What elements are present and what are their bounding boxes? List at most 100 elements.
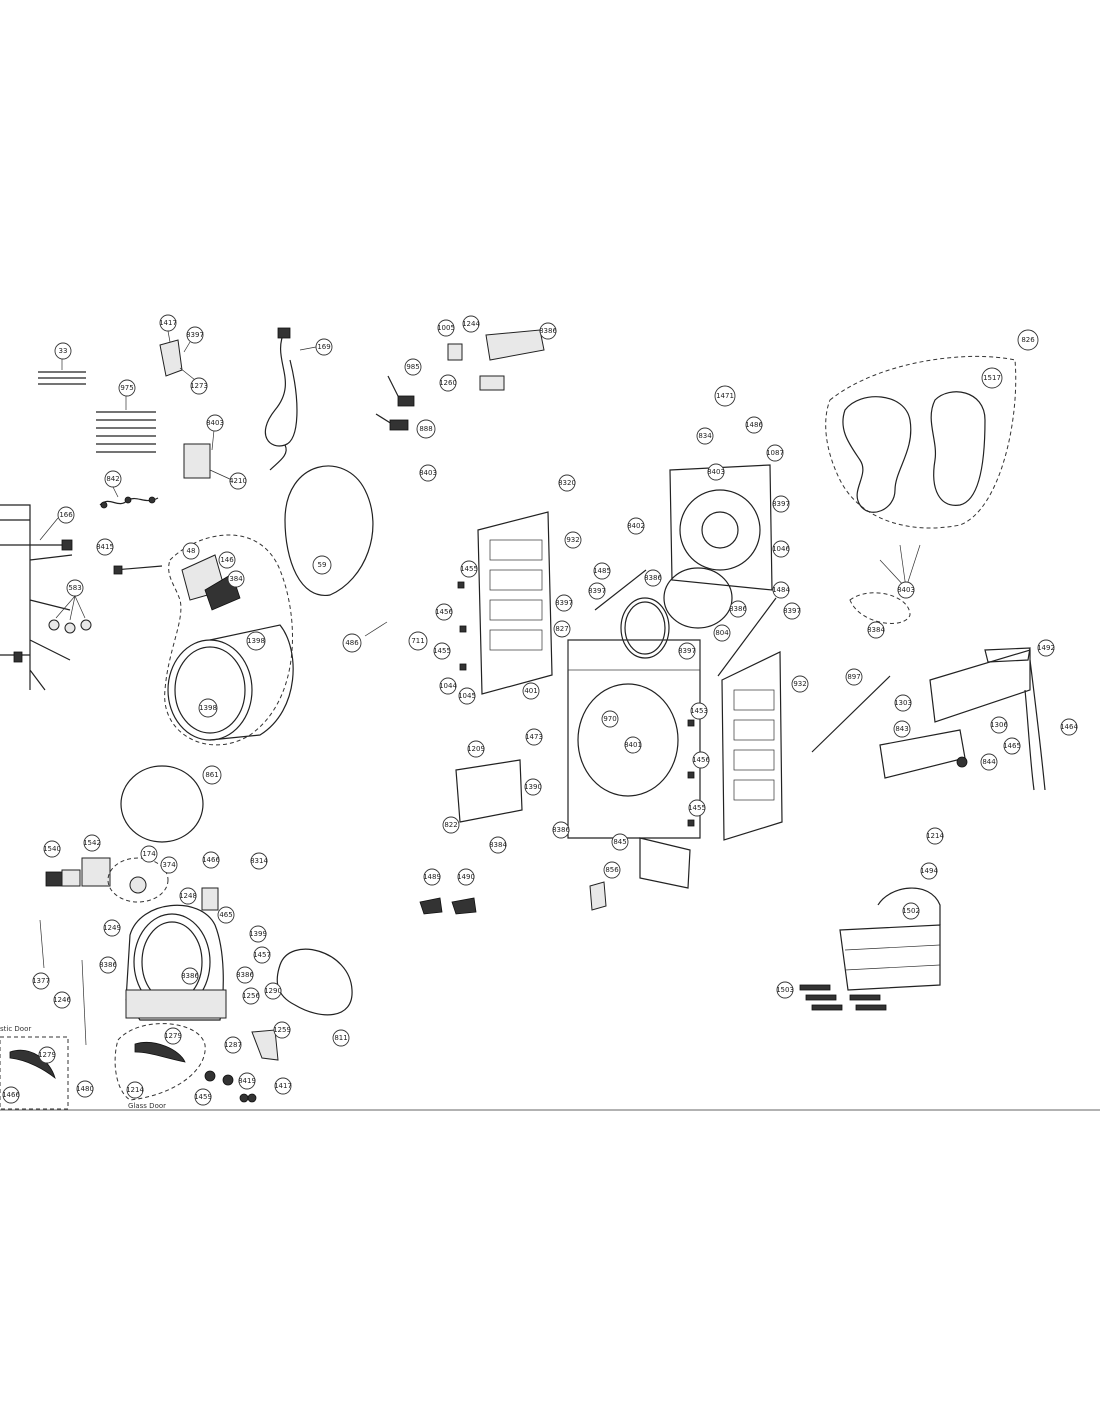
callout-1480: 1480 [76, 1080, 94, 1098]
callout-1399: 1399 [249, 925, 267, 943]
callout-486: 486 [342, 633, 362, 653]
callout-169: 169 [315, 338, 333, 356]
callout-1486: 1486 [745, 416, 763, 434]
callout-59: 59 [312, 555, 332, 575]
callout-842: 842 [104, 470, 122, 488]
callout-8397: 8397 [186, 326, 204, 344]
svg-text:1480: 1480 [76, 1085, 94, 1093]
svg-text:1246: 1246 [53, 996, 71, 1004]
svg-text:8415: 8415 [96, 543, 114, 551]
feet-1503 [799, 984, 887, 1011]
callout-1540: 1540 [43, 840, 61, 858]
control-board-1542 [81, 857, 111, 887]
svg-text:1492: 1492 [1037, 644, 1055, 652]
water-box-1303 [929, 647, 1031, 723]
svg-text:975: 975 [120, 384, 133, 392]
svg-text:8403: 8403 [897, 586, 915, 594]
callout-8415: 8415 [96, 538, 114, 556]
connectors-842 [99, 486, 159, 509]
svg-text:166: 166 [59, 511, 73, 519]
svg-text:1273: 1273 [190, 382, 208, 390]
svg-text:1485: 1485 [593, 567, 611, 575]
bracket-856 [589, 881, 607, 911]
svg-text:804: 804 [715, 629, 729, 637]
svg-text:8397: 8397 [678, 647, 696, 655]
svg-text:1260: 1260 [439, 379, 457, 387]
svg-text:486: 486 [345, 639, 359, 647]
svg-text:1398: 1398 [247, 637, 265, 645]
svg-text:1045: 1045 [458, 692, 476, 700]
callout-1542: 1542 [83, 834, 101, 852]
callout-1259: 1259 [273, 1021, 291, 1039]
callout-1244: 1244 [462, 315, 480, 333]
callout-8397: 8397 [588, 582, 606, 600]
svg-text:1456: 1456 [692, 756, 710, 764]
condenser-group-826 [825, 355, 1017, 529]
gaskets-804 [620, 567, 733, 659]
svg-text:1489: 1489 [423, 873, 441, 881]
callout-1044: 1044 [439, 677, 457, 695]
callout-1248: 1248 [179, 887, 197, 905]
svg-text:8386: 8386 [729, 605, 747, 613]
callout-1005: 1005 [437, 319, 455, 337]
callout-8386: 8386 [181, 967, 199, 985]
svg-text:843: 843 [895, 725, 908, 733]
svg-text:845: 845 [613, 838, 626, 846]
svg-text:1486: 1486 [745, 421, 763, 429]
svg-text:1256: 1256 [242, 992, 260, 1000]
relay-4210 [183, 429, 233, 481]
callout-1306: 1306 [990, 716, 1008, 734]
door-switch-1417 [159, 330, 196, 381]
callout-1465: 1465 [1003, 737, 1021, 755]
svg-text:8419: 8419 [238, 1077, 256, 1085]
callout-1464: 1464 [1060, 718, 1078, 736]
callout-1390: 1390 [524, 778, 542, 796]
callout-374: 374 [160, 856, 178, 874]
svg-text:834: 834 [698, 432, 712, 440]
svg-text:1377: 1377 [32, 977, 50, 985]
callout-8386: 8386 [552, 821, 570, 839]
svg-text:1279: 1279 [164, 1032, 182, 1040]
svg-text:1209: 1209 [467, 745, 485, 753]
callout-1455: 1455 [688, 799, 706, 817]
plastic-door-group [0, 1036, 69, 1110]
callout-1492: 1492 [1037, 639, 1055, 657]
svg-text:1456: 1456 [435, 608, 453, 616]
callout-8419: 8419 [238, 1072, 256, 1090]
svg-text:8403: 8403 [419, 469, 437, 477]
svg-text:970: 970 [603, 715, 616, 723]
callout-1453: 1453 [690, 702, 708, 720]
svg-text:1455: 1455 [433, 647, 451, 655]
callout-8384: 8384 [489, 836, 507, 854]
svg-text:1459: 1459 [194, 1093, 212, 1101]
grille-845 [639, 837, 691, 889]
callout-888: 888 [416, 419, 436, 439]
svg-text:897: 897 [847, 673, 860, 681]
panel-822 [455, 759, 523, 823]
svg-text:8320: 8320 [558, 479, 576, 487]
svg-text:33: 33 [59, 347, 68, 355]
callout-1502: 1502 [902, 902, 920, 920]
svg-text:8386: 8386 [539, 327, 557, 335]
callout-834: 834 [696, 427, 714, 445]
callout-1249: 1249 [103, 919, 121, 937]
callout-970: 970 [601, 710, 619, 728]
svg-text:401: 401 [524, 687, 537, 695]
callout-8403: 8403 [707, 463, 725, 481]
handle-1259 [251, 1029, 279, 1061]
callout-384: 384 [227, 570, 245, 588]
callout-1489: 1489 [423, 868, 441, 886]
svg-text:1046: 1046 [772, 545, 790, 553]
callout-861: 861 [202, 765, 222, 785]
callout-1290: 1290 [264, 982, 282, 1000]
callout-1466: 1466 [202, 851, 220, 869]
callout-1246: 1246 [53, 991, 71, 1009]
callout-1490: 1490 [457, 868, 475, 886]
callout-166: 166 [57, 506, 75, 524]
svg-text:1457: 1457 [253, 951, 271, 959]
svg-text:985: 985 [406, 363, 419, 371]
callout-856: 856 [603, 861, 621, 879]
small-clips-1455-1456 [457, 581, 695, 827]
side-panel-right-932 [721, 651, 783, 841]
